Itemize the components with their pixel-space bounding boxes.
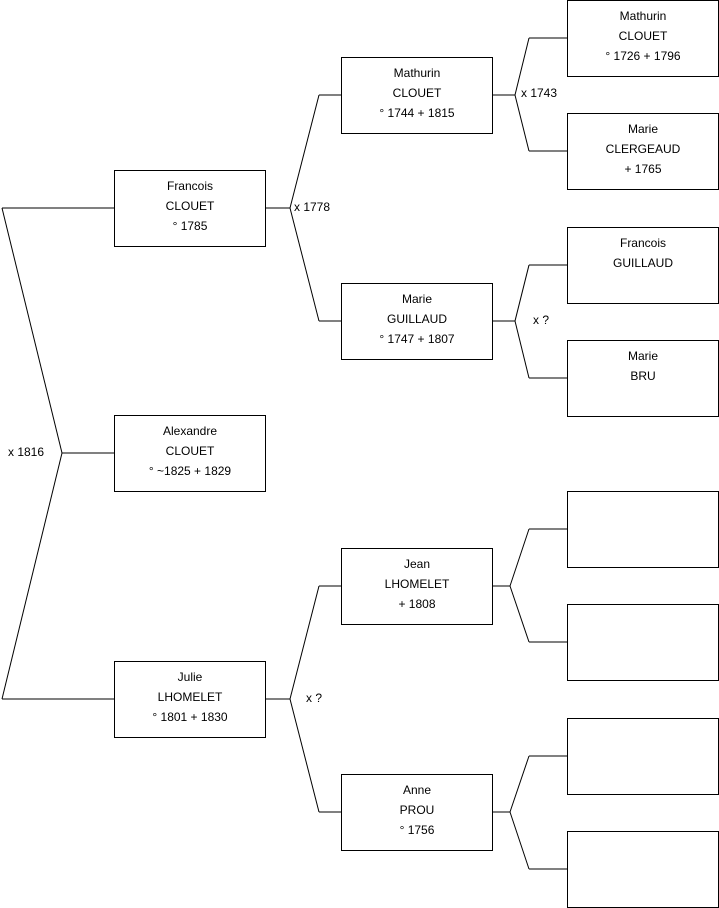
person-dates: ° 1756: [399, 823, 435, 837]
person-first-name: Francois: [619, 236, 666, 250]
connector: [509, 811, 530, 870]
connector: [289, 698, 320, 813]
person-dates: + 1808: [398, 597, 436, 611]
person-dates: ° 1785: [172, 219, 208, 233]
connector: [289, 207, 320, 322]
person-first-name: Marie: [401, 292, 432, 306]
person-box-empty[interactable]: [567, 831, 719, 908]
person-dates: ° 1747 + 1807: [379, 332, 455, 346]
person-box-marie-clergeaud[interactable]: Marie CLERGEAUD + 1765: [567, 113, 719, 190]
person-last-name: GUILLAUD: [386, 312, 448, 326]
person-last-name: GUILLAUD: [612, 256, 674, 270]
marriage-label-clouet: x 1778: [294, 200, 331, 214]
person-first-name: Marie: [627, 122, 658, 136]
person-box-mathurin[interactable]: Mathurin CLOUET ° 1744 + 1815: [341, 57, 493, 134]
marriage-label-clouet-sr: x 1743: [521, 86, 558, 100]
person-first-name: Jean: [403, 557, 431, 571]
connector: [509, 585, 530, 643]
person-box-empty[interactable]: [567, 718, 719, 795]
person-box-marie-bru[interactable]: Marie BRU: [567, 340, 719, 417]
person-last-name: CLOUET: [165, 444, 215, 458]
person-box-anne[interactable]: Anne PROU ° 1756: [341, 774, 493, 851]
person-box-jean[interactable]: Jean LHOMELET + 1808: [341, 548, 493, 625]
person-last-name: LHOMELET: [384, 577, 450, 591]
person-dates: + 1765: [624, 162, 662, 176]
connector: [1, 207, 63, 454]
person-first-name: Mathurin: [393, 66, 441, 80]
person-first-name: Mathurin: [619, 9, 667, 23]
person-box-mathurin-sr[interactable]: Mathurin CLOUET ° 1726 + 1796: [567, 0, 719, 77]
person-box-alexandre[interactable]: Alexandre CLOUET ° ~1825 + 1829: [114, 415, 266, 492]
connector: [289, 94, 320, 209]
person-box-empty[interactable]: [567, 491, 719, 568]
person-dates: ° ~1825 + 1829: [148, 464, 232, 478]
connector: [514, 264, 530, 322]
marriage-label-parents: x 1816: [8, 445, 45, 459]
connector: [509, 528, 530, 587]
connector: [289, 585, 320, 700]
person-first-name: Marie: [627, 349, 658, 363]
person-box-francois[interactable]: Francois CLOUET ° 1785: [114, 170, 266, 247]
person-dates: ° 1744 + 1815: [379, 106, 455, 120]
person-box-francois-guillaud[interactable]: Francois GUILLAUD: [567, 227, 719, 304]
person-first-name: Julie: [177, 670, 203, 684]
person-dates: ° 1801 + 1830: [152, 710, 228, 724]
marriage-label-guillaud: x ?: [533, 313, 550, 327]
person-last-name: CLOUET: [392, 86, 442, 100]
person-box-marie-guillaud[interactable]: Marie GUILLAUD ° 1747 + 1807: [341, 283, 493, 360]
person-last-name: CLOUET: [618, 29, 668, 43]
connector: [509, 755, 530, 813]
person-last-name: BRU: [630, 369, 656, 383]
person-first-name: Alexandre: [162, 424, 218, 438]
person-last-name: PROU: [399, 803, 435, 817]
marriage-label-lhomelet: x ?: [306, 691, 323, 705]
connector: [514, 320, 530, 379]
person-last-name: CLOUET: [165, 199, 215, 213]
person-last-name: LHOMELET: [157, 690, 223, 704]
person-dates: ° 1726 + 1796: [605, 49, 681, 63]
person-last-name: CLERGEAUD: [605, 142, 681, 156]
connector: [1, 452, 63, 700]
connector: [514, 94, 530, 152]
person-box-julie[interactable]: Julie LHOMELET ° 1801 + 1830: [114, 661, 266, 738]
person-box-empty[interactable]: [567, 604, 719, 681]
person-first-name: Francois: [166, 179, 213, 193]
connector: [514, 37, 530, 96]
person-first-name: Anne: [402, 783, 432, 797]
